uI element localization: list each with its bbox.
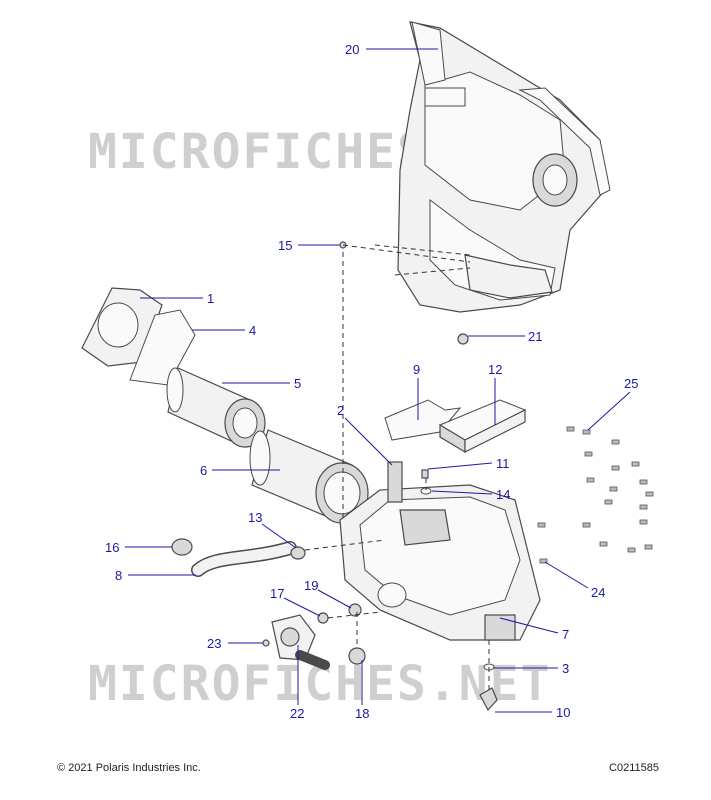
assembly-lines bbox=[304, 244, 490, 690]
nut bbox=[348, 603, 362, 617]
svg-text:14: 14 bbox=[496, 487, 510, 502]
clip-21 bbox=[457, 333, 469, 345]
callout-24: 24 bbox=[544, 561, 605, 600]
svg-text:21: 21 bbox=[528, 329, 542, 344]
svg-text:3: 3 bbox=[562, 661, 569, 676]
callout-12: 12 bbox=[488, 362, 502, 425]
svg-text:11: 11 bbox=[496, 456, 510, 471]
fitting bbox=[317, 612, 329, 624]
svg-text:10: 10 bbox=[556, 705, 570, 720]
callout-20: 20 bbox=[345, 42, 438, 57]
svg-text:7: 7 bbox=[562, 627, 569, 642]
grommet bbox=[290, 546, 306, 560]
callout-9: 9 bbox=[413, 362, 420, 420]
svg-text:25: 25 bbox=[624, 376, 638, 391]
drain-valve bbox=[271, 614, 330, 670]
callout-3: 3 bbox=[494, 661, 569, 676]
svg-text:19: 19 bbox=[304, 578, 318, 593]
bolt-11 bbox=[421, 469, 429, 479]
callout-8: 8 bbox=[115, 568, 196, 583]
svg-text:8: 8 bbox=[115, 568, 122, 583]
callout-14: 14 bbox=[431, 487, 510, 502]
callout-2: 2 bbox=[337, 403, 393, 466]
drain-plug bbox=[479, 687, 498, 712]
callout-18: 18 bbox=[355, 660, 369, 721]
svg-text:20: 20 bbox=[345, 42, 359, 57]
callout-15: 15 bbox=[278, 238, 340, 253]
callout-17: 17 bbox=[270, 586, 321, 617]
svg-text:4: 4 bbox=[249, 323, 256, 338]
upper-housing-assembly bbox=[397, 21, 611, 313]
callout-21: 21 bbox=[468, 329, 542, 344]
svg-text:5: 5 bbox=[294, 376, 301, 391]
svg-text:17: 17 bbox=[270, 586, 284, 601]
svg-text:23: 23 bbox=[207, 636, 221, 651]
screw-cluster bbox=[537, 426, 654, 564]
callout-1: 1 bbox=[140, 291, 214, 306]
callout-16: 16 bbox=[105, 540, 172, 555]
drawing-id: C0211585 bbox=[609, 762, 659, 774]
svg-text:15: 15 bbox=[278, 238, 292, 253]
callout-22: 22 bbox=[290, 645, 304, 721]
callout-10: 10 bbox=[495, 705, 570, 720]
callout-25: 25 bbox=[587, 376, 638, 431]
copyright-notice: © 2021 Polaris Industries Inc. bbox=[57, 762, 201, 774]
hose-clamp bbox=[171, 538, 193, 556]
callout-19: 19 bbox=[304, 578, 352, 609]
plug bbox=[348, 647, 366, 665]
foam-block bbox=[438, 399, 527, 454]
pre-filter bbox=[249, 429, 369, 524]
callout-6: 6 bbox=[200, 463, 280, 478]
svg-text:13: 13 bbox=[248, 510, 262, 525]
callout-5: 5 bbox=[222, 376, 301, 391]
lower-airbox bbox=[339, 484, 541, 641]
svg-text:12: 12 bbox=[488, 362, 502, 377]
filter-element bbox=[166, 367, 266, 448]
screw bbox=[262, 639, 270, 647]
callout-11: 11 bbox=[427, 456, 510, 471]
callout-4: 4 bbox=[192, 323, 256, 338]
seal-ring bbox=[129, 309, 196, 386]
svg-text:16: 16 bbox=[105, 540, 119, 555]
callout-23: 23 bbox=[207, 636, 263, 651]
svg-text:2: 2 bbox=[337, 403, 344, 418]
callout-13: 13 bbox=[248, 510, 297, 549]
callout-7: 7 bbox=[499, 617, 569, 642]
svg-text:6: 6 bbox=[200, 463, 207, 478]
svg-text:9: 9 bbox=[413, 362, 420, 377]
svg-text:24: 24 bbox=[591, 585, 605, 600]
svg-text:18: 18 bbox=[355, 706, 369, 721]
svg-text:1: 1 bbox=[207, 291, 214, 306]
svg-text:22: 22 bbox=[290, 706, 304, 721]
bracket bbox=[387, 461, 403, 503]
filter-cover bbox=[81, 287, 163, 367]
